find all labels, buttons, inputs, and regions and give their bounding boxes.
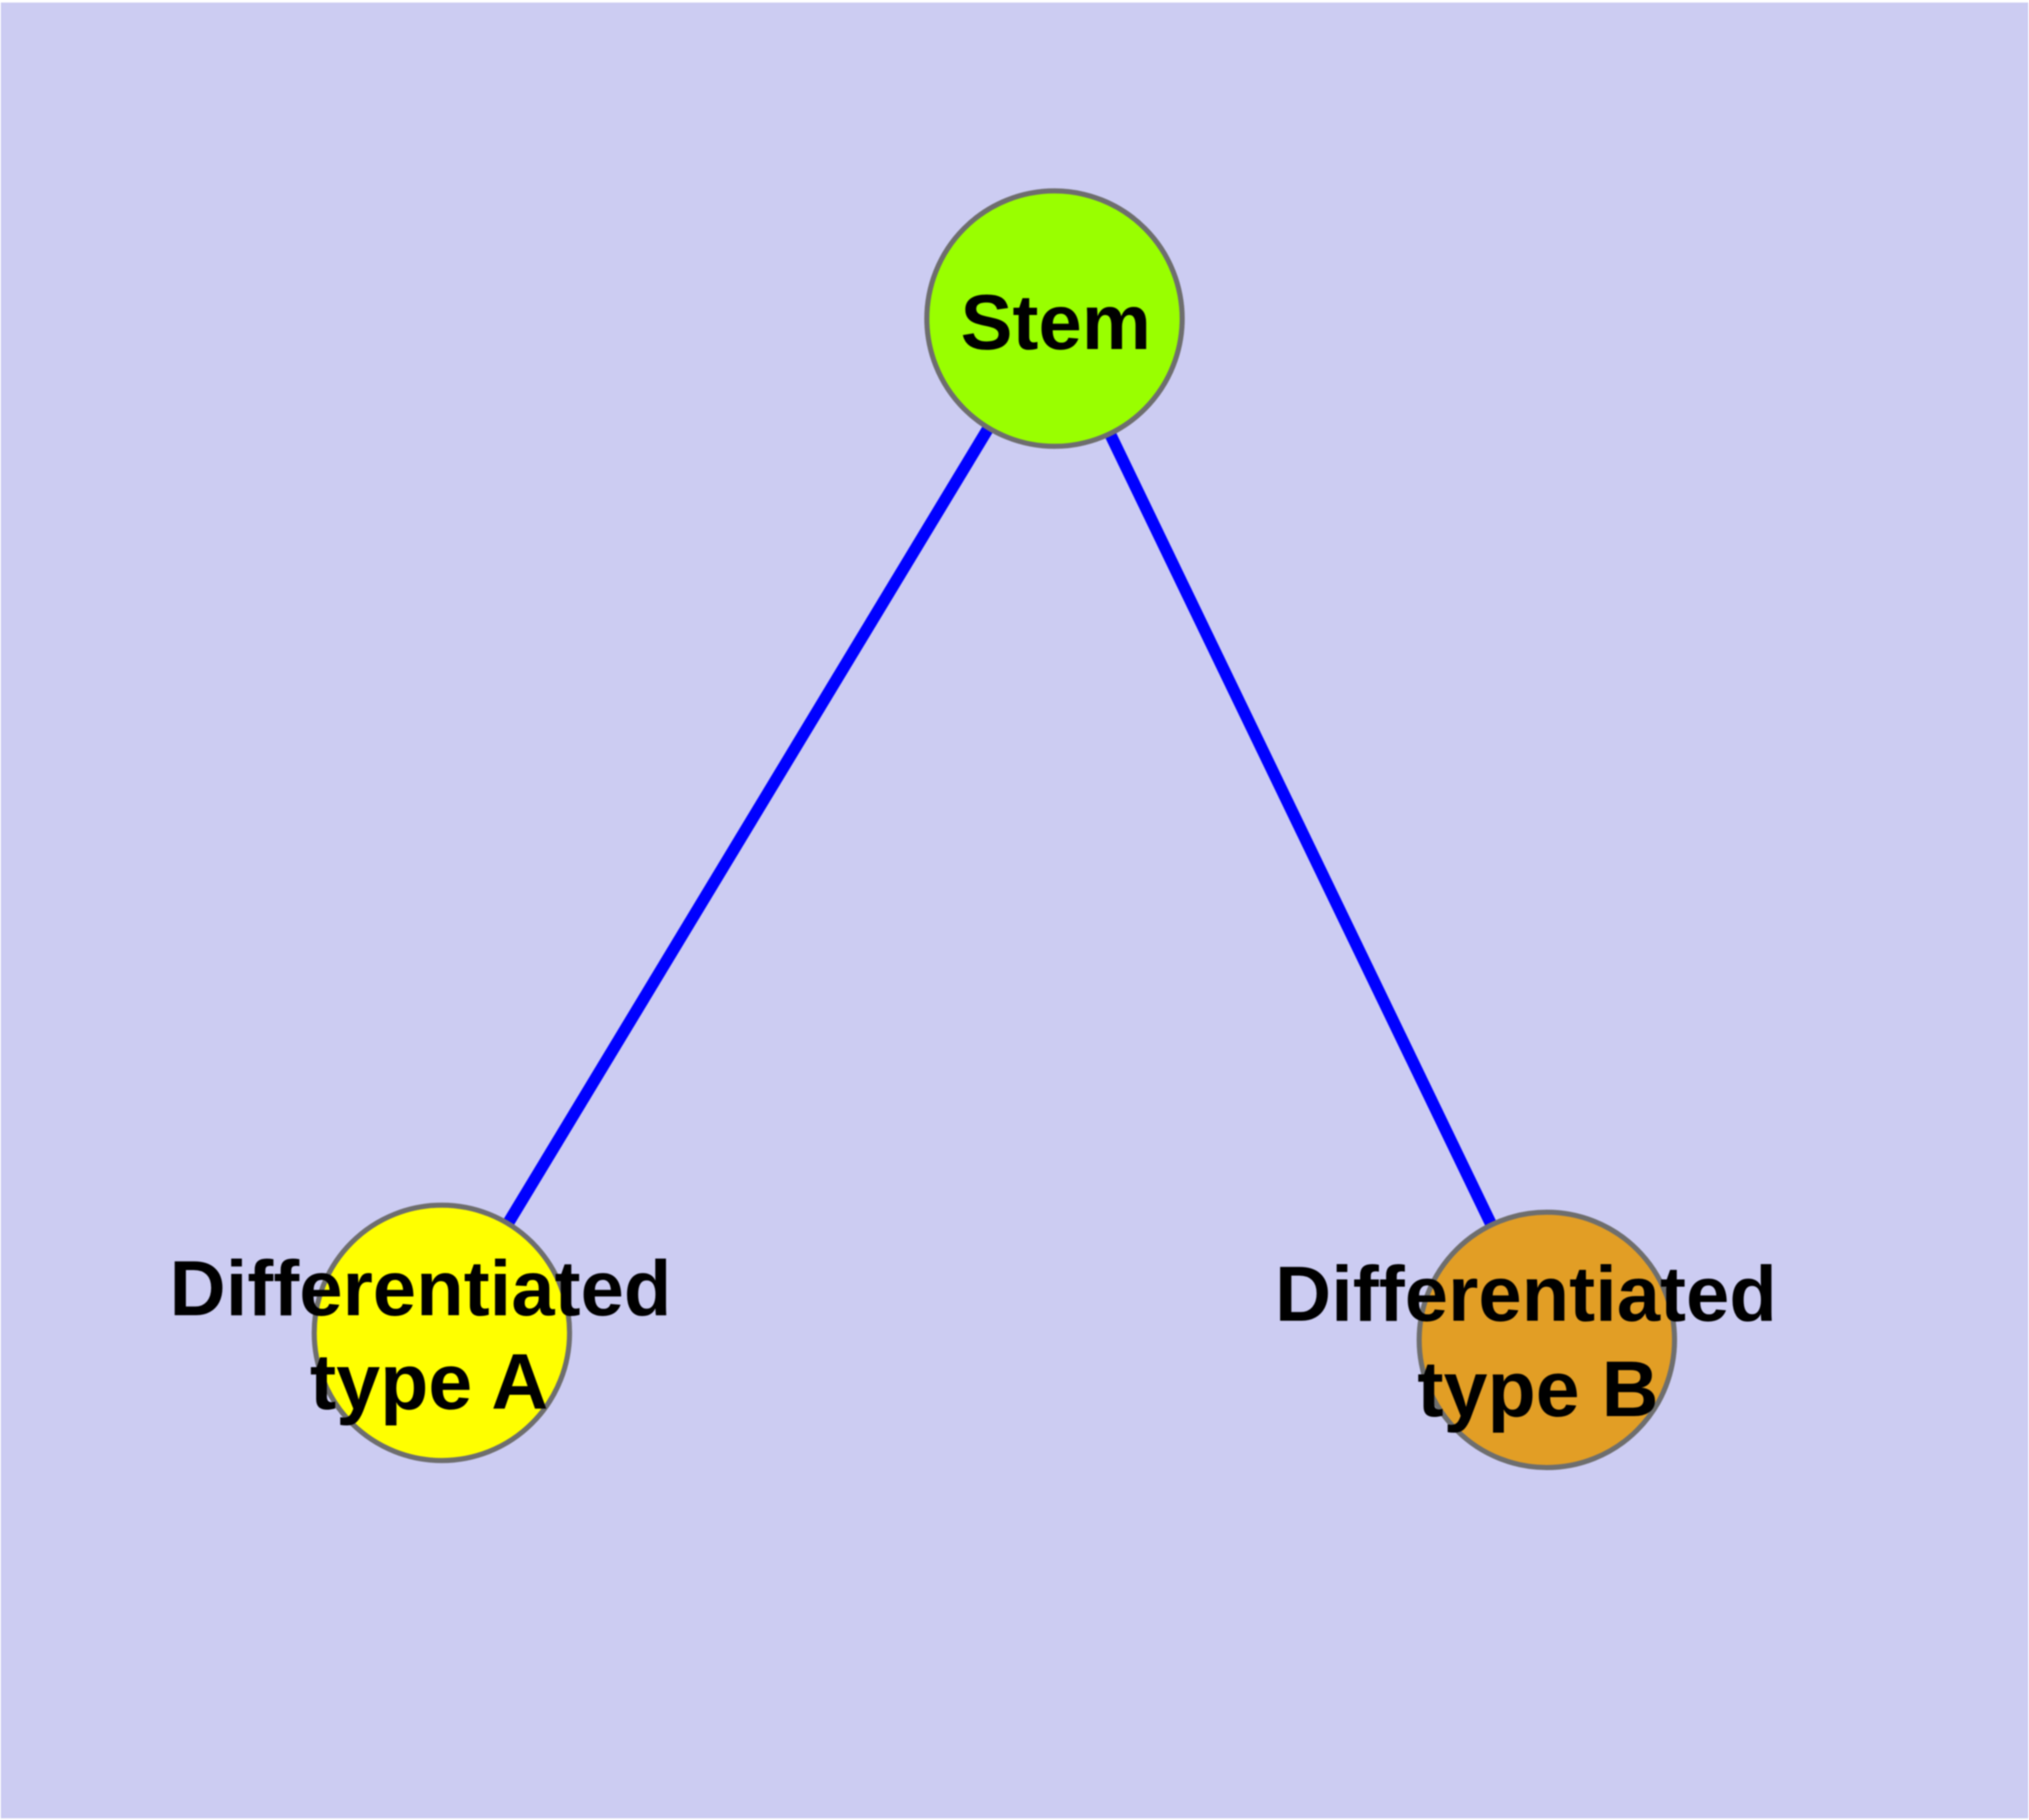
svg-text:type B: type B [1417, 1345, 1659, 1434]
svg-text:Stem: Stem [961, 279, 1152, 366]
svg-text:Differentiated: Differentiated [1275, 1251, 1777, 1338]
svg-text:type A: type A [310, 1337, 548, 1426]
svg-text:Differentiated: Differentiated [169, 1245, 672, 1332]
